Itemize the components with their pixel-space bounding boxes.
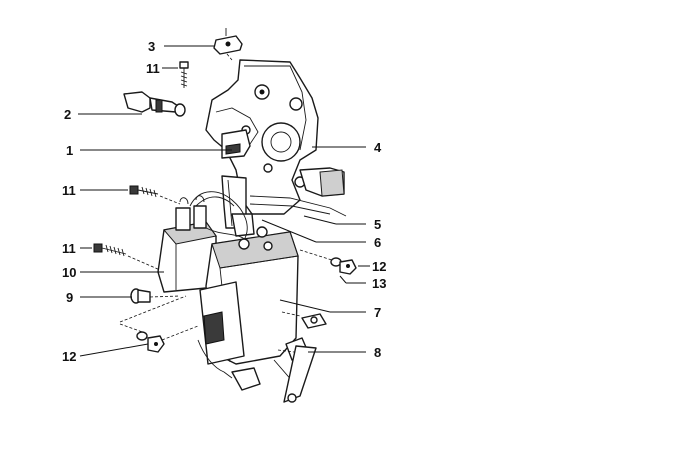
part-3-nut-drawing <box>213 28 243 55</box>
part-12-nut-lower-drawing <box>136 331 165 353</box>
leader-lines <box>78 45 370 357</box>
callout-13: 13 <box>372 276 386 291</box>
callout-11-mid: 11 <box>62 183 76 198</box>
callout-12-right: 12 <box>372 259 386 274</box>
callout-11-top: 11 <box>146 61 160 76</box>
callout-6: 6 <box>374 235 381 250</box>
part-11-screw-top-drawing <box>179 61 189 88</box>
callout-1: 1 <box>66 143 73 158</box>
part-2-pin-drawing <box>123 91 186 117</box>
part-11-screw-mid-drawing <box>129 185 159 198</box>
callout-8: 8 <box>374 345 381 360</box>
callout-10: 10 <box>62 265 76 280</box>
part-12-13-nut-right-drawing <box>330 257 357 275</box>
motor-assembly-drawing <box>157 59 347 403</box>
callout-2: 2 <box>64 107 71 122</box>
part-9-bolt-drawing <box>130 288 151 304</box>
callout-9: 9 <box>66 290 73 305</box>
callout-12-lower: 12 <box>62 349 76 364</box>
callout-5: 5 <box>374 217 381 232</box>
part-11-screw-low-drawing <box>93 243 127 257</box>
callout-7: 7 <box>374 305 381 320</box>
callout-3: 3 <box>148 39 155 54</box>
callout-11-low: 11 <box>62 241 76 256</box>
callout-4: 4 <box>374 140 382 155</box>
